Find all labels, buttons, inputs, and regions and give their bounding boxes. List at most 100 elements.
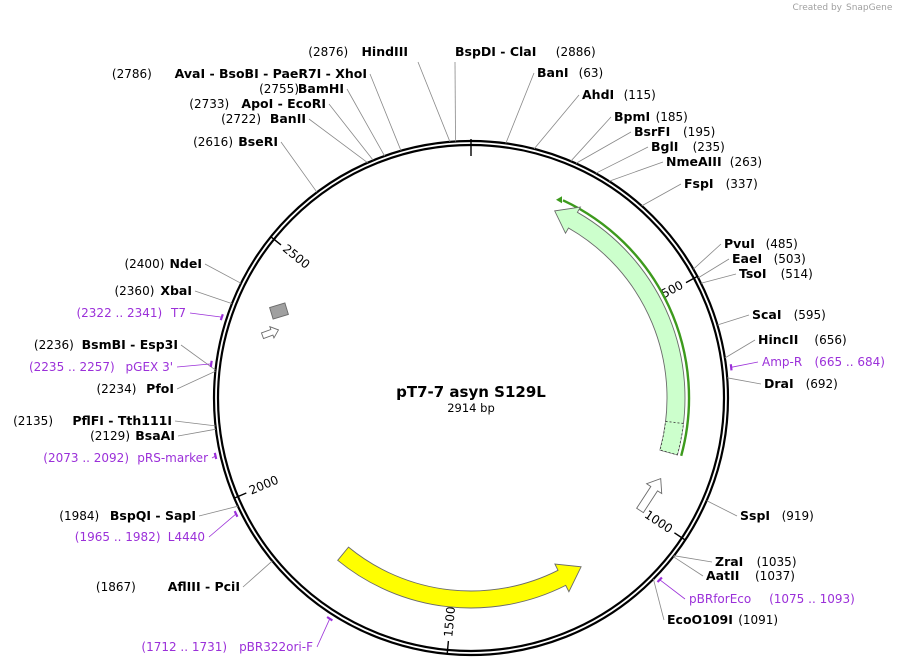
enzyme-name: EcoO109I xyxy=(667,612,733,627)
enzyme-name: BspQI - SapI xyxy=(110,508,196,523)
ampr-selection-arc xyxy=(562,199,691,457)
enzyme-site-pvui: PvuI(485) xyxy=(693,236,798,270)
enzyme-site-ndei: NdeI(2400) xyxy=(124,256,242,284)
enzyme-site-bsrfi: BsrFI (195) xyxy=(575,124,715,164)
enzyme-leader-line xyxy=(417,61,451,143)
primer-range: (2322 .. 2341) xyxy=(76,306,162,320)
enzyme-site-avai-bsobi-paer7i-xhoi: AvaI - BsoBI - PaeR7I - XhoI (2786) xyxy=(112,66,402,151)
primer-site-pbrforeco: pBRforEco(1075 .. 1093) xyxy=(656,576,855,606)
enzyme-name: AhdI xyxy=(582,87,614,102)
ampr-cds-arrow xyxy=(554,206,686,456)
enzyme-site-zrai: ZraI (1035) xyxy=(673,554,797,569)
enzyme-leader-line xyxy=(673,555,713,563)
ruler-tick xyxy=(234,492,247,499)
credit-brand: SnapGene xyxy=(846,3,893,13)
primer-range: (2235 .. 2257) xyxy=(29,360,115,374)
enzyme-site-apoi-ecori: ApoI - EcoRI(2733) xyxy=(189,96,374,161)
enzyme-name: BanII xyxy=(270,111,306,126)
primer-site-pbr322ori-f: pBR322ori-F (1712 .. 1731) xyxy=(141,616,333,654)
enzyme-leader-line xyxy=(308,118,368,164)
credit-prefix: Created by xyxy=(792,3,842,13)
enzyme-name: BsmBI - Esp3I xyxy=(82,337,178,352)
enzyme-site-sspi: SspI(919) xyxy=(706,500,814,523)
enzyme-name: EaeI xyxy=(732,251,762,266)
enzyme-name: AatII xyxy=(706,568,739,583)
enzyme-site-ahdi: AhdI(115) xyxy=(533,87,656,150)
enzyme-name: BseRI xyxy=(238,134,278,149)
enzyme-position: (919) xyxy=(782,509,814,523)
enzyme-site-hincii: HincII(656) xyxy=(724,332,847,359)
enzyme-leader-line xyxy=(454,61,456,142)
enzyme-position: (2234) xyxy=(96,382,136,396)
ori-arrow xyxy=(337,546,582,609)
enzyme-name: ZraI xyxy=(715,554,743,569)
primer-binding-mark xyxy=(233,510,239,518)
t7-promoter-arrow xyxy=(260,325,280,340)
enzyme-leader-line xyxy=(369,73,402,151)
enzyme-position: (2876) xyxy=(308,45,348,59)
enzyme-position: (235) xyxy=(693,140,725,154)
enzyme-position: (195) xyxy=(683,125,715,139)
ruler-tick xyxy=(685,275,698,284)
enzyme-leader-line xyxy=(717,314,750,326)
enzyme-leader-line xyxy=(595,146,649,174)
enzyme-name: BpmI xyxy=(614,109,650,124)
enzyme-name: PvuI xyxy=(724,236,755,251)
enzyme-position: (1091) xyxy=(738,613,778,627)
enzyme-site-drai: DraI(692) xyxy=(727,376,838,391)
enzyme-name: AvaI - BsoBI - PaeR7I - XhoI xyxy=(175,66,367,81)
ruler-tick xyxy=(674,532,686,541)
primer-binding-mark xyxy=(213,452,218,460)
enzyme-leader-line xyxy=(346,88,385,157)
enzyme-site-bsmbi-esp3i: BsmBI - Esp3I(2236) xyxy=(34,337,216,371)
enzyme-name: BsaAI xyxy=(135,428,175,443)
plasmid-length: 2914 bp xyxy=(447,401,495,415)
primer-binding-mark xyxy=(729,364,733,371)
primer-binding-mark xyxy=(209,360,213,368)
primer-range: (1965 .. 1982) xyxy=(75,530,161,544)
enzyme-leader-line xyxy=(700,273,737,284)
enzyme-site-nmeaiii: NmeAIII(263) xyxy=(608,154,762,182)
enzyme-position: (2886) xyxy=(556,45,596,59)
enzyme-position: (595) xyxy=(794,308,826,322)
primer-name: pGEX 3' xyxy=(126,360,173,374)
enzyme-position: (2722) xyxy=(221,112,261,126)
enzyme-position: (1037) xyxy=(755,569,795,583)
enzyme-position: (1035) xyxy=(757,555,797,569)
enzyme-name: BamHI xyxy=(298,81,344,96)
primer-leader-line xyxy=(176,363,212,368)
primer-leader-line xyxy=(731,361,759,368)
enzyme-leader-line xyxy=(198,505,238,517)
primer-range: (665 .. 684) xyxy=(815,355,885,369)
enzyme-name: BglI xyxy=(651,139,678,154)
enzyme-leader-line xyxy=(204,263,242,284)
primer-range: (1712 .. 1731) xyxy=(141,640,227,654)
ampr-selection-tip xyxy=(556,196,562,204)
enzyme-name: BspDI - ClaI xyxy=(455,44,536,59)
enzyme-position: (1984) xyxy=(59,509,99,523)
enzyme-position: (337) xyxy=(726,177,758,191)
enzyme-site-bspqi-sapi: BspQI - SapI (1984) xyxy=(59,505,238,523)
enzyme-leader-line xyxy=(727,377,762,385)
enzyme-leader-line xyxy=(706,500,738,517)
enzyme-site-ecoo109i: EcoO109I (1091) xyxy=(653,578,778,627)
primer-range: (1075 .. 1093) xyxy=(769,592,855,606)
enzyme-name: ScaI xyxy=(752,307,782,322)
enzyme-name: BanI xyxy=(537,65,569,80)
signal-sequence-box xyxy=(659,420,685,456)
enzyme-name: PflFI - Tth111I xyxy=(72,413,172,428)
enzyme-site-scai: ScaI (595) xyxy=(717,307,826,326)
primer-leader-line xyxy=(208,513,237,538)
enzyme-name: BsrFI xyxy=(634,124,670,139)
enzyme-leader-line xyxy=(280,141,318,193)
enzyme-leader-line xyxy=(328,103,374,161)
enzyme-leader-line xyxy=(570,116,612,162)
enzyme-leader-line xyxy=(724,339,756,359)
primer-name: Amp-R xyxy=(762,355,802,369)
enzyme-position: (2786) xyxy=(112,67,152,81)
primer-name: pBR322ori-F xyxy=(239,640,313,654)
enzyme-leader-line xyxy=(672,556,704,577)
primer-name: L4440 xyxy=(168,530,205,544)
enzyme-name: NmeAIII xyxy=(666,154,722,169)
